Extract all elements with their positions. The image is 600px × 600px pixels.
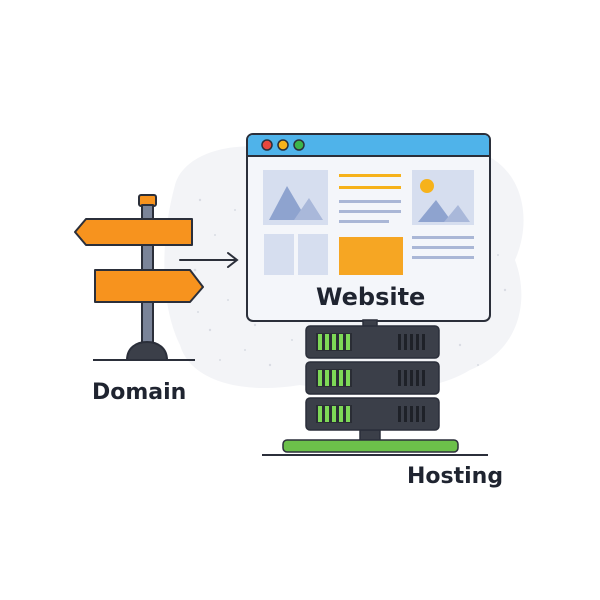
window-maximize-dot (293, 139, 305, 151)
hosting-label: Hosting (407, 464, 504, 489)
signpost-icon (74, 194, 204, 361)
signpost-board-right (94, 269, 204, 303)
image-placeholder-right (412, 170, 474, 225)
server-unit-2 (305, 361, 440, 395)
browser-window-icon (246, 133, 491, 322)
thumb-placeholder-2 (298, 234, 328, 275)
orange-block-placeholder (339, 237, 403, 275)
window-close-dot (261, 139, 273, 151)
image-placeholder-left (263, 170, 328, 225)
signpost-board-left (74, 218, 193, 246)
server-unit-1 (305, 325, 440, 359)
server-unit-3 (305, 397, 440, 431)
server-base-plate (282, 439, 459, 453)
text-placeholder-middle (339, 174, 401, 223)
arrow-icon (179, 252, 239, 268)
signpost-base (126, 341, 168, 361)
text-placeholder-right (412, 236, 474, 259)
domain-label: Domain (92, 380, 187, 405)
window-minimize-dot (277, 139, 289, 151)
server-rack-icon (282, 325, 459, 453)
website-label: Website (316, 283, 426, 311)
browser-title-bar (248, 135, 489, 156)
thumb-placeholder-1 (264, 234, 294, 275)
